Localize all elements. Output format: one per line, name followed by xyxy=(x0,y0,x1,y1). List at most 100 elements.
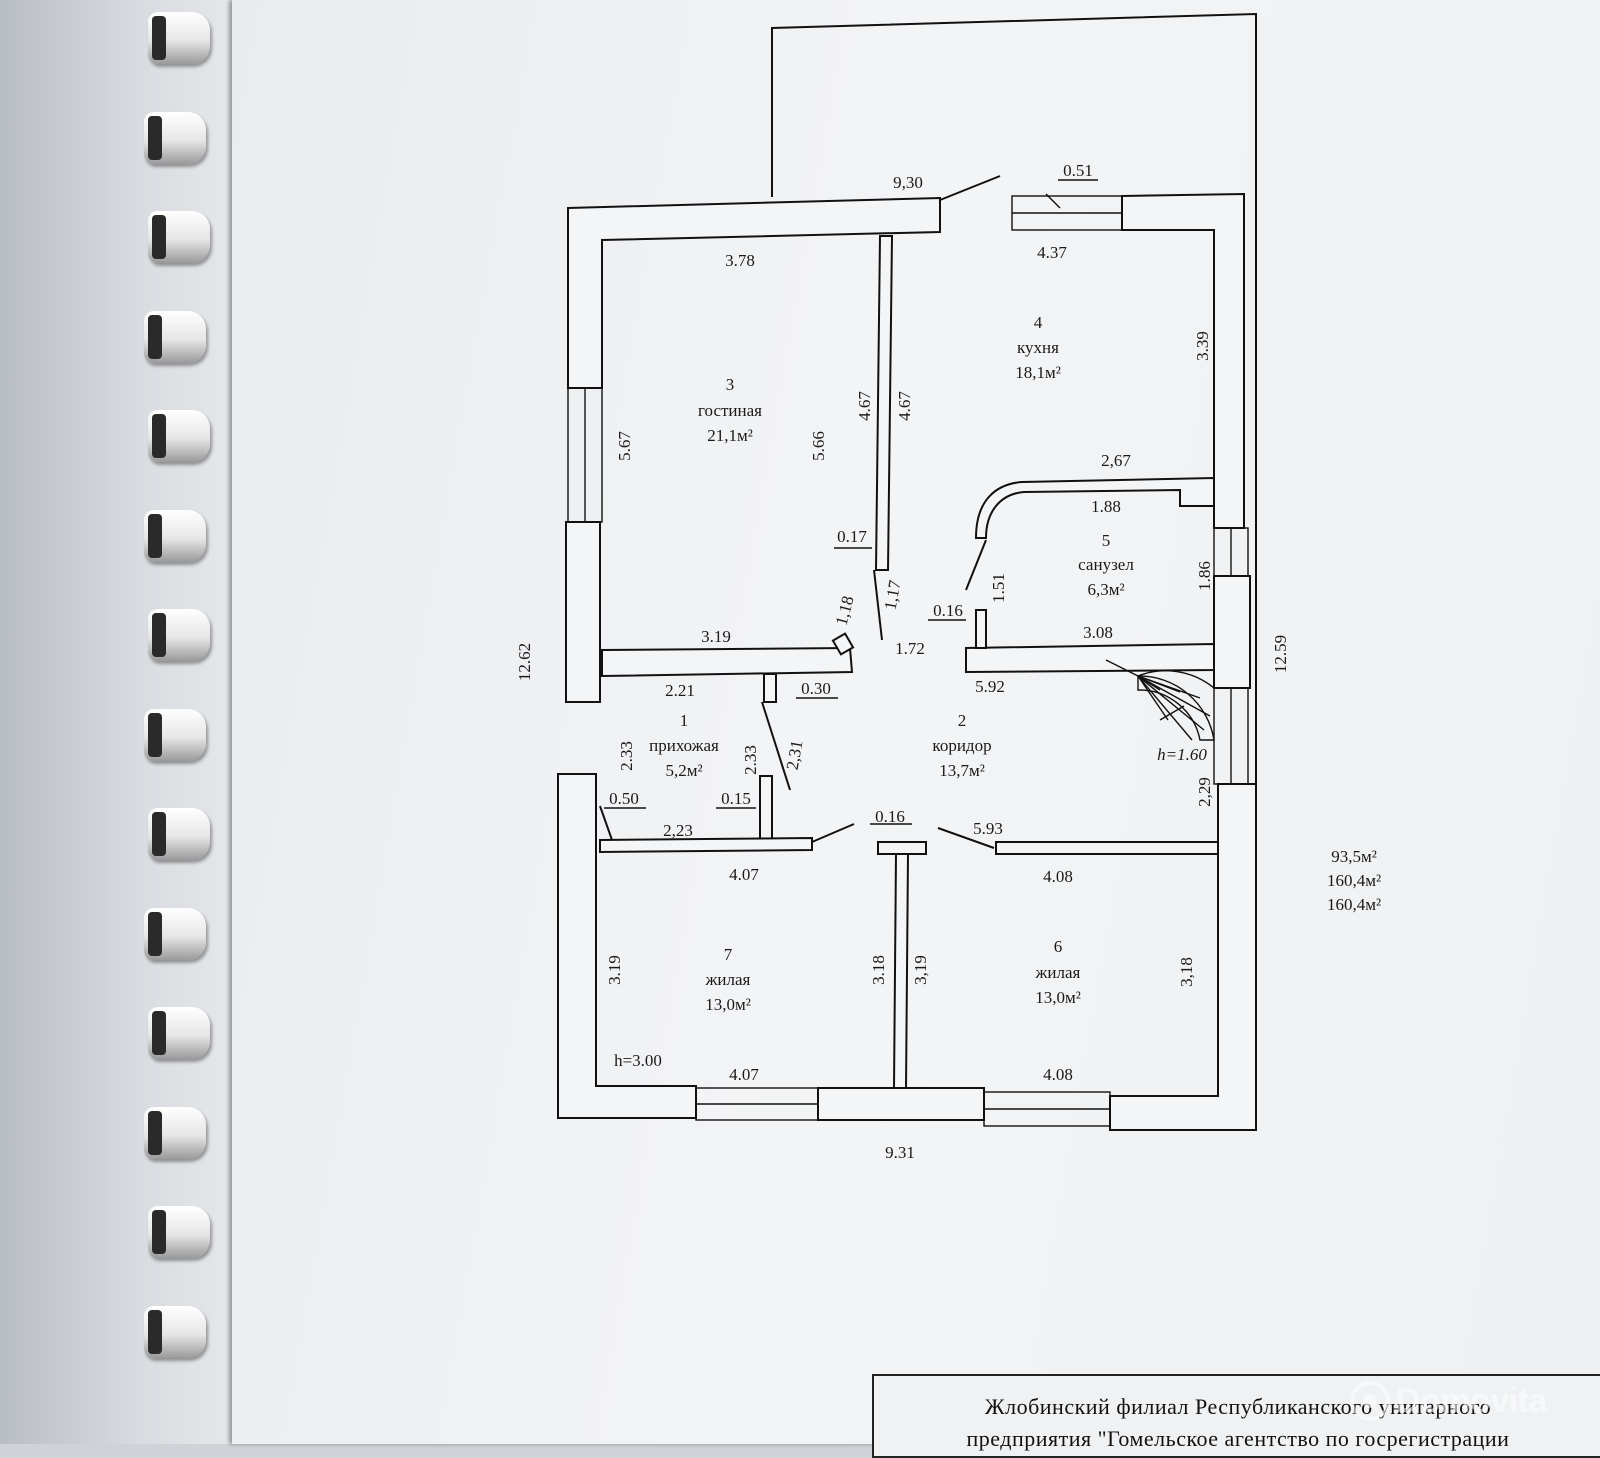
room-3-name: гостиная xyxy=(698,401,762,420)
wall-right-low xyxy=(1109,783,1257,1131)
dim-r7-top: 4.07 xyxy=(729,865,759,884)
dim-wall-016-mid: 0.16 xyxy=(875,807,905,826)
partition-hall-bedroom xyxy=(599,836,813,854)
room-6-name: жилая xyxy=(1035,963,1081,982)
dim-r3-left: 5.67 xyxy=(615,431,634,461)
wall-left-low xyxy=(557,773,697,1119)
binding-ring xyxy=(148,808,210,860)
dim-r7-right: 3.18 xyxy=(869,955,888,985)
room-5-name: санузел xyxy=(1078,555,1134,574)
stair-icon xyxy=(1137,670,1215,741)
watermark-text: Domovita xyxy=(1396,1381,1547,1420)
binding-ring xyxy=(148,410,210,462)
dim-r3-bottom: 3.19 xyxy=(701,627,731,646)
binding-ring xyxy=(144,1306,206,1358)
dim-partition-right: 4.67 xyxy=(895,391,914,421)
dim-r3-top: 3.78 xyxy=(725,251,755,270)
binding-ring xyxy=(148,12,210,64)
dim-r6-bottom: 4.08 xyxy=(1043,1065,1073,1084)
room-7-area: 13,0м² xyxy=(705,995,751,1014)
binding-ring xyxy=(148,609,210,661)
room-label-5: 5 санузел 6,3м² xyxy=(1078,531,1134,599)
dim-r1-door: 2,31 xyxy=(783,739,807,772)
room-5-number: 5 xyxy=(1102,531,1111,550)
dim-corridor-bottom: 5.93 xyxy=(973,819,1003,838)
door-hall xyxy=(761,701,791,791)
dim-partition-left: 4.67 xyxy=(855,391,874,421)
room-2-number: 2 xyxy=(958,711,967,730)
binding-ring xyxy=(144,510,206,562)
dim-wall-015: 0.15 xyxy=(721,789,751,808)
binding-ring xyxy=(144,908,206,960)
room-label-1: 1 прихожая 5,2м² xyxy=(649,711,719,780)
partition-living-kitchen xyxy=(874,235,894,571)
hall-stub-low xyxy=(759,775,773,843)
title-block-line-1: Жлобинский филиал Республиканского унита… xyxy=(984,1394,1492,1419)
floor-plan-sheet xyxy=(232,0,1600,1444)
dim-r6-left: 3,19 xyxy=(911,955,930,985)
partition-bedrooms xyxy=(892,853,910,1089)
room-4-number: 4 xyxy=(1034,313,1043,332)
room-label-7: 7 жилая 13,0м² xyxy=(705,945,751,1014)
dim-r6-top: 4.08 xyxy=(1043,867,1073,886)
room-label-6: 6 жилая 13,0м² xyxy=(1035,937,1081,1007)
dim-r7-bottom: 4.07 xyxy=(729,1065,759,1084)
total-area: 160,4м² xyxy=(1327,871,1381,890)
room-label-4: 4 кухня 18,1м² xyxy=(1015,313,1061,382)
room-6-number: 6 xyxy=(1054,937,1063,956)
partition-living-hall xyxy=(601,646,854,678)
partition-corridor-bedroom6 xyxy=(995,841,1219,855)
watermark-logo-icon xyxy=(1350,1381,1390,1421)
dim-r5-top-outer: 2,67 xyxy=(1101,451,1131,470)
dim-r3-right: 5.66 xyxy=(809,431,828,461)
binding-ring xyxy=(148,211,210,263)
total-living-area: 93,5м² xyxy=(1331,847,1377,866)
room-1-area: 5,2м² xyxy=(665,761,702,780)
door-entry-top xyxy=(939,175,1001,201)
exterior-walls xyxy=(557,192,1257,1131)
dim-wall-050: 0.50 xyxy=(609,789,639,808)
dim-r5-bottom: 3.08 xyxy=(1083,623,1113,642)
dim-corridor-width: 1.72 xyxy=(895,639,925,658)
dim-top-window: 0.51 xyxy=(1063,161,1093,180)
dimension-labels-vertical: 5.67 5.66 4.67 4.67 3.39 1.51 1.86 1,18 … xyxy=(515,331,1290,987)
room-2-name: коридор xyxy=(932,736,991,755)
area-totals: 93,5м² 160,4м² 160,4м² xyxy=(1327,847,1381,914)
dim-r5-left: 1.51 xyxy=(989,573,1008,603)
dim-r4-top: 4.37 xyxy=(1037,243,1067,262)
dim-r1-left: 2.33 xyxy=(617,741,636,771)
dim-top-overall: 9,30 xyxy=(893,173,923,192)
room-7-number: 7 xyxy=(724,945,733,964)
dimension-labels: 9,30 0.51 3.78 4.37 2,67 1.88 0.17 0.16 … xyxy=(609,161,1207,1162)
total-area-overall: 160,4м² xyxy=(1327,895,1381,914)
room-3-area: 21,1м² xyxy=(707,426,753,445)
binding-ring xyxy=(144,709,206,761)
dim-wall-017: 0.17 xyxy=(837,527,867,546)
doors xyxy=(599,175,1001,849)
spiral-binding xyxy=(118,0,228,1444)
dim-wall-016-r5: 0.16 xyxy=(933,601,963,620)
title-block-line-2: предприятия "Гомельское агентство по гос… xyxy=(966,1426,1510,1451)
dim-r6-right: 3,18 xyxy=(1177,957,1196,987)
door-living xyxy=(873,569,883,641)
dim-r5-right: 1.86 xyxy=(1195,561,1214,591)
dim-left-overall: 12.62 xyxy=(515,643,534,681)
dim-bottom-overall: 9.31 xyxy=(885,1143,915,1162)
dim-wall-030: 0.30 xyxy=(801,679,831,698)
binding-ring xyxy=(148,1206,210,1258)
room-5-area: 6,3м² xyxy=(1087,580,1124,599)
door-bath xyxy=(965,539,987,591)
binding-ring xyxy=(144,1107,206,1159)
room-2-area: 13,7м² xyxy=(939,761,985,780)
dim-ceiling-height: h=3.00 xyxy=(614,1051,662,1070)
room-7-name: жилая xyxy=(705,970,751,989)
dim-r1-right: 2.33 xyxy=(741,745,760,775)
wall-right-mid xyxy=(1213,575,1251,689)
door-bedroom7 xyxy=(811,823,855,843)
dim-right-overall: 12.59 xyxy=(1271,635,1290,673)
dim-door-118: 1,18 xyxy=(832,594,858,628)
windows xyxy=(567,195,1249,1127)
wall-bottom-mid xyxy=(817,1087,985,1121)
